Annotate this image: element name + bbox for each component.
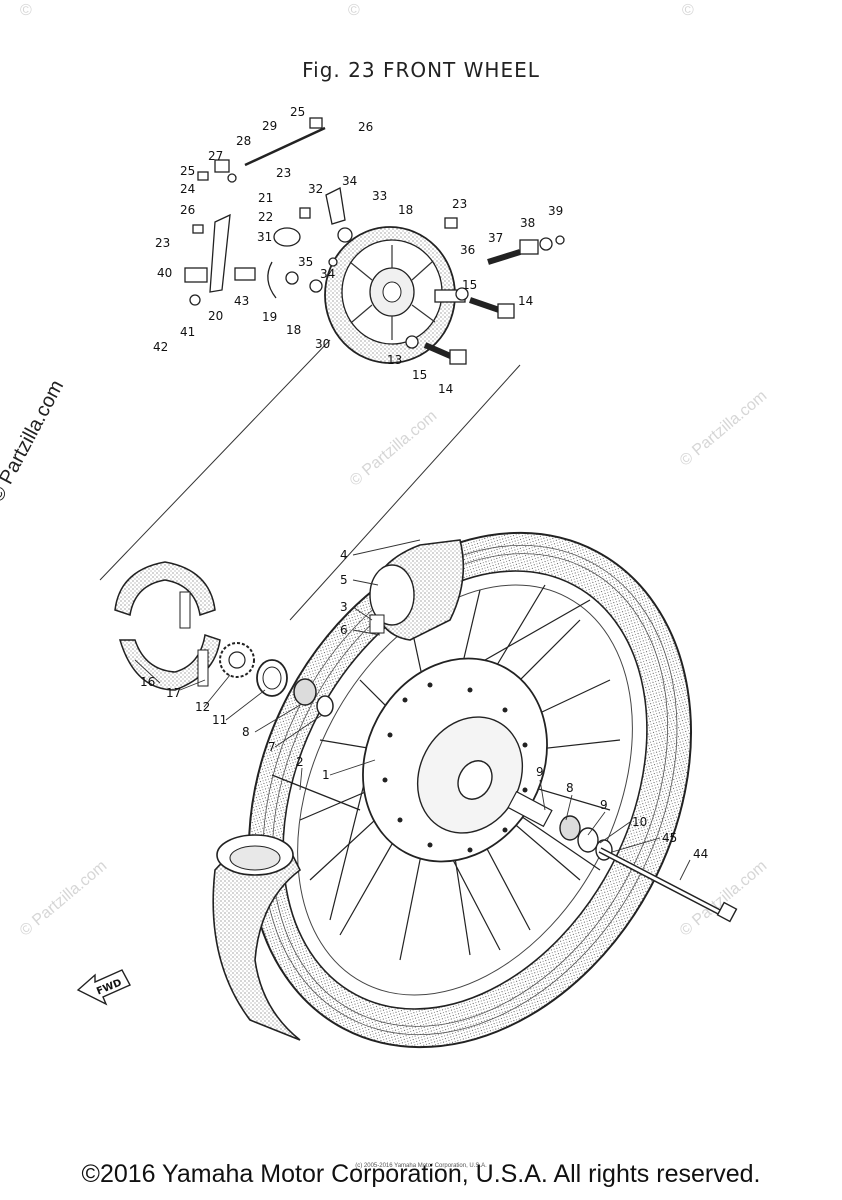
callout-7: 9 — [536, 765, 544, 779]
callout-43: 43 — [234, 294, 249, 308]
brake-shoes — [114, 561, 221, 691]
callout-13: 13 — [387, 353, 402, 367]
callout-16: 16 — [140, 675, 155, 689]
callout-1: 1 — [322, 768, 330, 782]
callout-6: 6 — [340, 623, 348, 637]
callout-29: 29 — [262, 119, 277, 133]
callout-8b: 7 — [268, 740, 276, 754]
hub-parts — [219, 642, 738, 923]
callout-15: 15 — [462, 278, 477, 292]
tube-cutaway — [369, 539, 465, 641]
callout-14: 14 — [518, 294, 533, 308]
callout-labels: 4 5 3 6 1 2 9 8 9 10 45 44 16 17 12 11 8… — [140, 105, 708, 861]
callout-18: 18 — [398, 203, 413, 217]
callout-2: 2 — [296, 755, 304, 769]
brake-linkage — [184, 117, 565, 365]
callout-15b: 15 — [412, 368, 427, 382]
callout-23: 23 — [155, 236, 170, 250]
callout-44: 44 — [693, 847, 708, 861]
callout-30: 30 — [315, 337, 330, 351]
watermark: © — [682, 2, 694, 19]
callout-10: 10 — [632, 815, 647, 829]
callout-37: 37 — [488, 231, 503, 245]
copyright-notice: ©2016 Yamaha Motor Corporation, U.S.A. A… — [81, 1160, 761, 1188]
callout-5: 5 — [340, 573, 348, 587]
callout-32: 32 — [308, 182, 323, 196]
callout-38: 38 — [520, 216, 535, 230]
small-copyright: (c) 2005-2016 Yamaha Motor Corporation, … — [355, 1163, 487, 1169]
callout-21: 21 — [258, 191, 273, 205]
callout-23c: 23 — [452, 197, 467, 211]
callout-9: 9 — [600, 798, 608, 812]
callout-25: 25 — [290, 105, 305, 119]
leader-lines — [134, 539, 691, 881]
callout-22: 22 — [258, 210, 273, 224]
callout-19: 19 — [262, 310, 277, 324]
callout-8: 8 — [566, 781, 574, 795]
callout-31: 31 — [257, 230, 272, 244]
callout-28: 28 — [236, 134, 251, 148]
callout-26: 26 — [358, 120, 373, 134]
wheel-hub — [362, 657, 548, 863]
callout-11: 11 — [212, 713, 227, 727]
callout-3: 3 — [340, 600, 348, 614]
callout-34b: 34 — [320, 267, 335, 281]
callout-45: 45 — [662, 831, 677, 845]
watermark: © — [20, 2, 32, 19]
callout-20: 20 — [208, 309, 223, 323]
callout-12: 12 — [195, 700, 210, 714]
tyre-cutaway — [212, 834, 302, 1041]
figure-title: Fig. 23 FRONT WHEEL — [302, 58, 540, 82]
callout-26b: 26 — [180, 203, 195, 217]
watermark: © — [348, 2, 360, 19]
callout-39: 39 — [548, 204, 563, 218]
callout-35: 35 — [298, 255, 313, 269]
callout-33: 33 — [372, 189, 387, 203]
callout-4: 4 — [340, 548, 348, 562]
callout-27: 27 — [208, 149, 223, 163]
callout-42: 42 — [153, 340, 168, 354]
callout-24: 24 — [180, 182, 195, 196]
callout-18b: 18 — [286, 323, 301, 337]
callout-9b: 8 — [242, 725, 250, 739]
callout-40: 40 — [157, 266, 172, 280]
callout-14b: 14 — [438, 382, 453, 396]
callout-41: 41 — [180, 325, 195, 339]
callout-23b: 23 — [276, 166, 291, 180]
callout-17: 17 — [166, 686, 181, 700]
assembly-outline — [99, 339, 521, 621]
callout-36: 36 — [460, 243, 475, 257]
fwd-arrow: FWD — [76, 969, 131, 1006]
callout-25b: 25 — [180, 164, 195, 178]
callout-34: 34 — [342, 174, 357, 188]
